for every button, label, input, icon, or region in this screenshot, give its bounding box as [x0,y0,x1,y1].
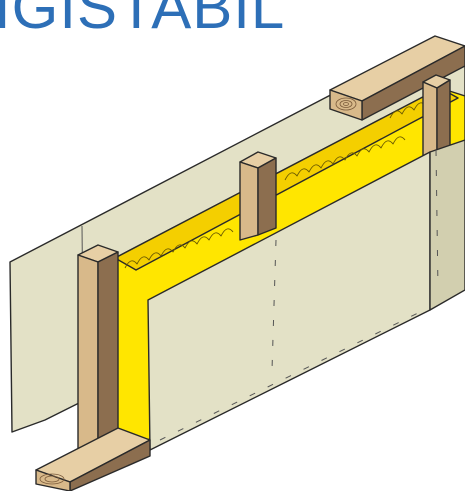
wood-grain-icon [335,97,357,111]
wood-grain-icon [39,473,65,485]
insulation-coil-icon [124,102,427,269]
page-title: IGISTABIL [0,0,286,41]
top-plate [329,35,465,121]
middle-stud [239,151,277,241]
front-board [147,139,465,451]
screw-line-icon [159,149,439,441]
left-stud [77,244,119,471]
bottom-plate [35,427,151,491]
